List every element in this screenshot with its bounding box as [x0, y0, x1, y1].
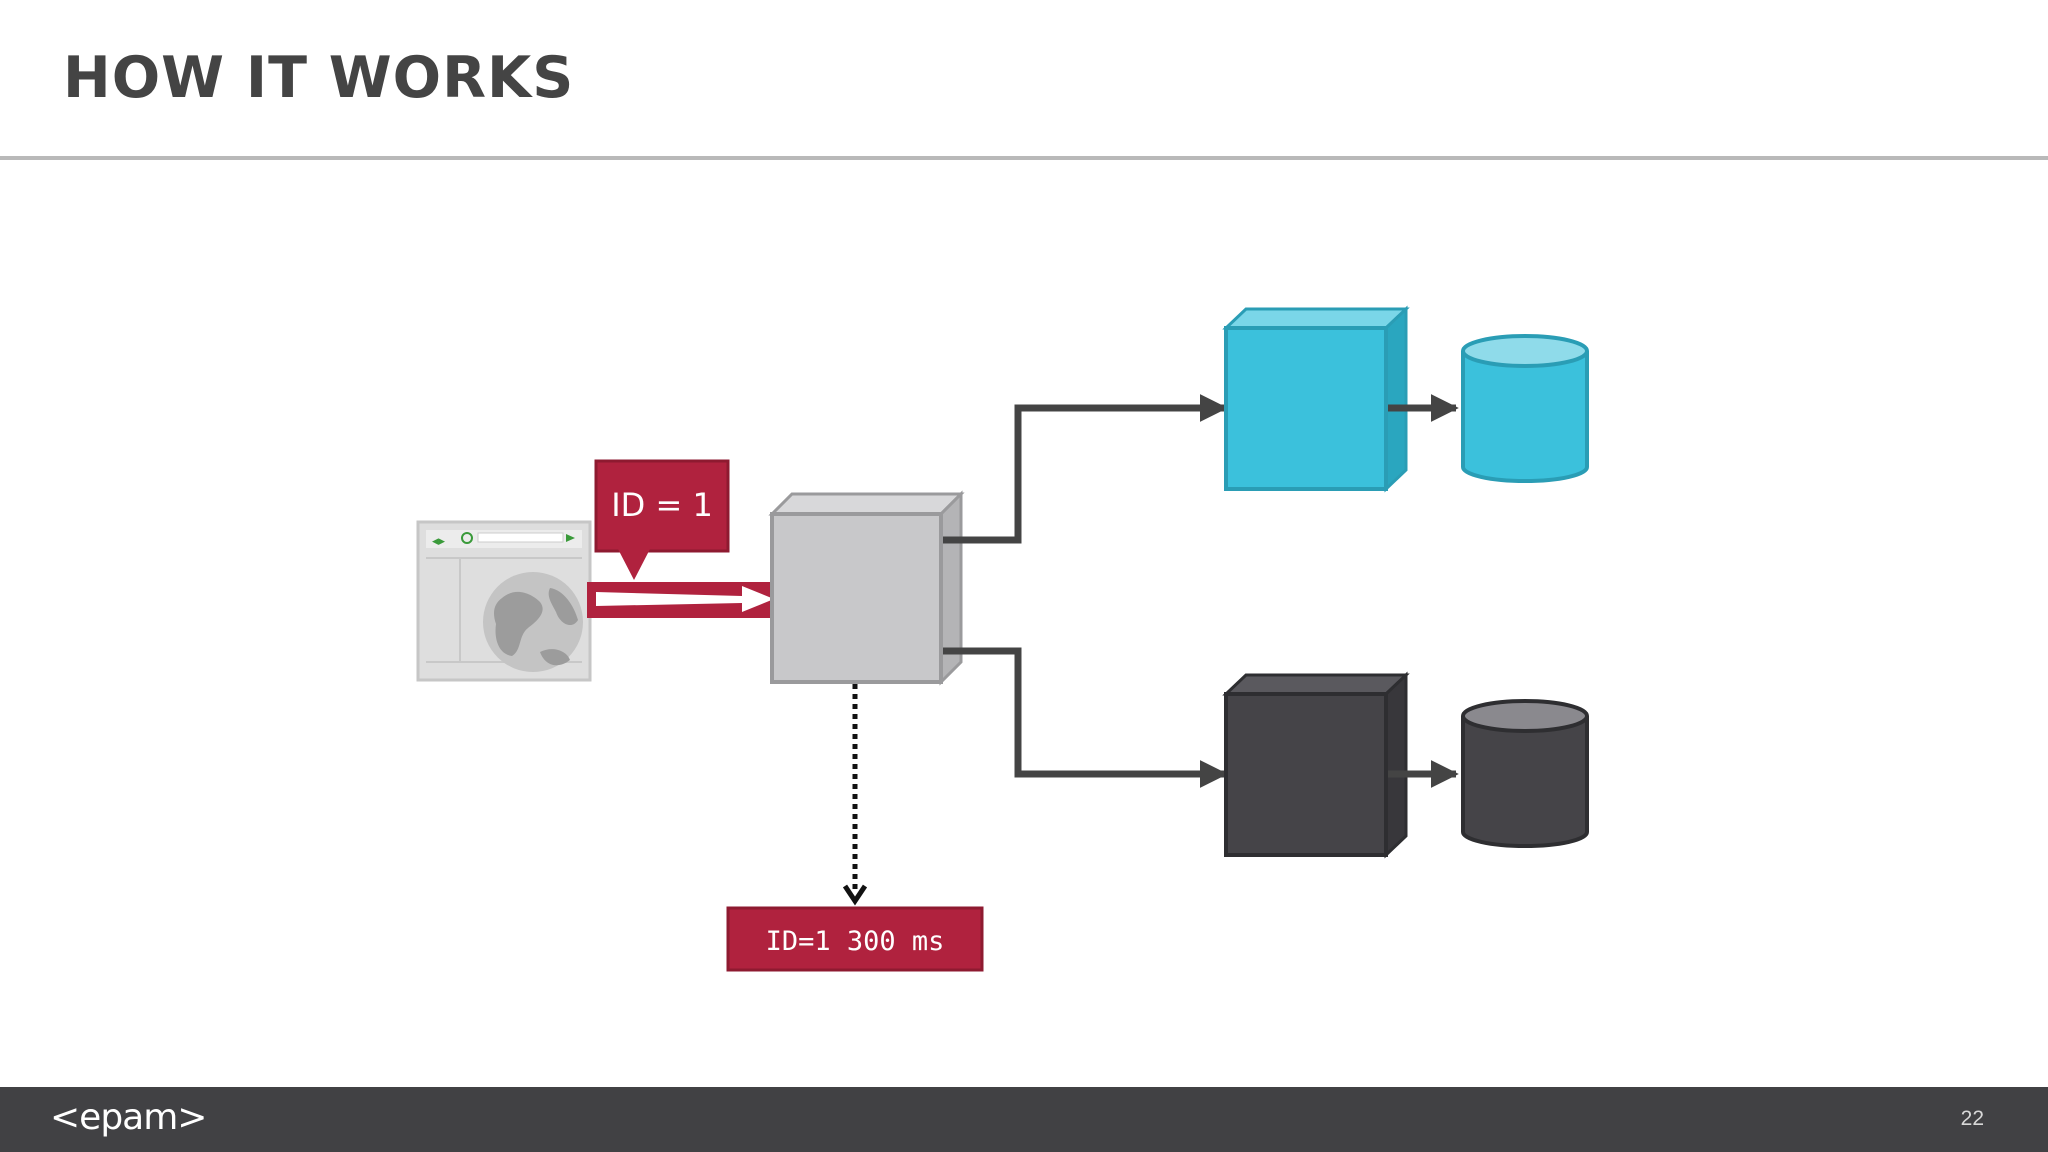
connector-to-dark-service — [943, 647, 1228, 788]
slide-title: HOW IT WORKS — [63, 45, 575, 111]
architecture-diagram: ◂▸ ID = 1 — [416, 305, 1589, 972]
header-divider — [0, 156, 2048, 160]
svg-text:◂▸: ◂▸ — [432, 534, 446, 549]
epam-logo: <epam> — [50, 1097, 207, 1138]
cyan-database-icon — [1461, 334, 1589, 483]
browser-globe-icon: ◂▸ — [416, 520, 592, 682]
gateway-node — [768, 490, 965, 686]
timing-label-box: ID=1 300 ms — [726, 906, 984, 972]
request-id-badge: ID = 1 — [594, 459, 730, 580]
timing-arrowhead — [842, 884, 868, 906]
connector-to-cyan-service — [943, 394, 1228, 544]
dark-database-icon — [1461, 699, 1589, 848]
request-arrow — [587, 582, 780, 618]
request-id-badge-text: ID = 1 — [611, 486, 713, 524]
dark-service-node — [1222, 671, 1410, 859]
timing-label-text: ID=1 300 ms — [766, 926, 945, 957]
page-number: 22 — [1960, 1107, 1984, 1130]
cyan-service-node — [1222, 305, 1410, 493]
slide-header: HOW IT WORKS — [0, 0, 2048, 156]
slide-footer: <epam> 22 — [0, 1087, 2048, 1152]
